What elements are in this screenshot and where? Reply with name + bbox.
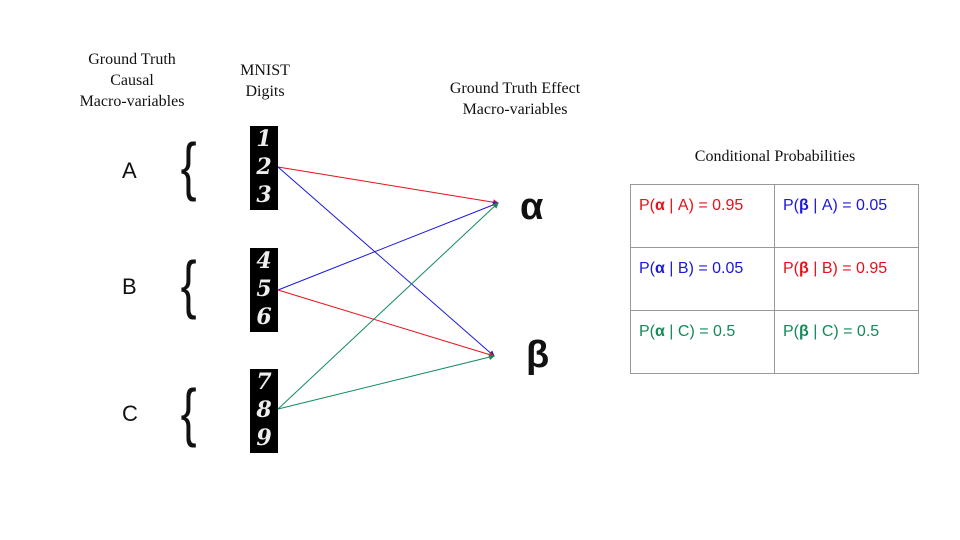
digit-strip-c: 7 8 9: [250, 369, 278, 453]
mnist-header-line: Digits: [245, 83, 285, 100]
probability-symbol: β: [799, 197, 809, 214]
mnist-digit-image: 9: [250, 425, 278, 452]
effect-header: Ground Truth Effect Macro-variables: [425, 78, 605, 120]
probability-value: | A) = 0.95: [664, 197, 744, 214]
arrow-8-to-beta: [277, 354, 495, 410]
probability-cell: P(α | B) = 0.05: [630, 247, 775, 311]
probability-prefix: P(: [639, 197, 655, 214]
probability-symbol: α: [655, 260, 665, 277]
probability-cell: P(β | A) = 0.05: [774, 184, 919, 248]
effect-alpha: α: [520, 186, 544, 228]
probability-value: | B) = 0.05: [664, 260, 744, 277]
probability-symbol: β: [799, 323, 809, 340]
digit-strip-b: 4 5 6: [250, 248, 278, 332]
probability-cell: P(α | A) = 0.95: [630, 184, 775, 248]
probability-prefix: P(: [639, 260, 655, 277]
probability-prefix: P(: [783, 323, 799, 340]
mnist-digit-image: 5: [250, 276, 278, 303]
probability-symbol: β: [799, 260, 809, 277]
probability-symbol: α: [655, 197, 665, 214]
probability-prefix: P(: [783, 197, 799, 214]
cause-label-a: A: [122, 158, 137, 183]
arrow-8-to-alpha: [277, 202, 499, 410]
effect-beta: β: [526, 334, 550, 376]
mnist-digit-image: 3: [250, 182, 278, 209]
effect-header-line: Macro-variables: [462, 101, 568, 118]
cause-label-c: C: [122, 401, 138, 426]
arrow-2-to-alpha: [277, 166, 499, 206]
mnist-header: MNIST Digits: [220, 60, 310, 102]
probability-value: | A) = 0.05: [808, 197, 888, 214]
probability-cell: P(β | C) = 0.5: [774, 310, 919, 374]
digit-strip-a: 1 2 3: [250, 126, 278, 210]
probability-symbol: α: [655, 323, 665, 340]
causal-header-line: Macro-variables: [79, 93, 185, 110]
probability-prefix: P(: [783, 260, 799, 277]
arrow-5-to-alpha: [277, 202, 499, 291]
mnist-digit-image: 6: [250, 304, 278, 331]
mnist-digit-image: 8: [250, 397, 278, 424]
brace-a: {: [180, 130, 197, 202]
cause-label-b: B: [122, 274, 137, 299]
effect-header-line: Ground Truth Effect: [449, 80, 581, 97]
probability-prefix: P(: [639, 323, 655, 340]
probability-value: | B) = 0.95: [808, 260, 888, 277]
table-title: Conditional Probabilities: [694, 148, 856, 165]
probability-cell: P(α | C) = 0.5: [630, 310, 775, 374]
brace-c: {: [180, 376, 197, 448]
arrow-2-to-beta: [277, 166, 495, 357]
probability-value: | C) = 0.5: [808, 323, 880, 340]
mnist-digit-image: 1: [250, 126, 278, 153]
arrow-5-to-beta: [277, 289, 495, 358]
mnist-digit-image: 7: [250, 369, 278, 396]
probability-value: | C) = 0.5: [664, 323, 736, 340]
causal-header-line: Causal: [110, 72, 154, 89]
causal-header: Ground Truth Causal Macro-variables: [62, 49, 202, 112]
mnist-header-line: MNIST: [240, 62, 290, 79]
mnist-digit-image: 4: [250, 248, 278, 275]
probability-cell: P(β | B) = 0.95: [774, 247, 919, 311]
brace-b: {: [180, 248, 197, 320]
mnist-digit-image: 2: [250, 154, 278, 181]
causal-header-line: Ground Truth: [88, 51, 176, 68]
